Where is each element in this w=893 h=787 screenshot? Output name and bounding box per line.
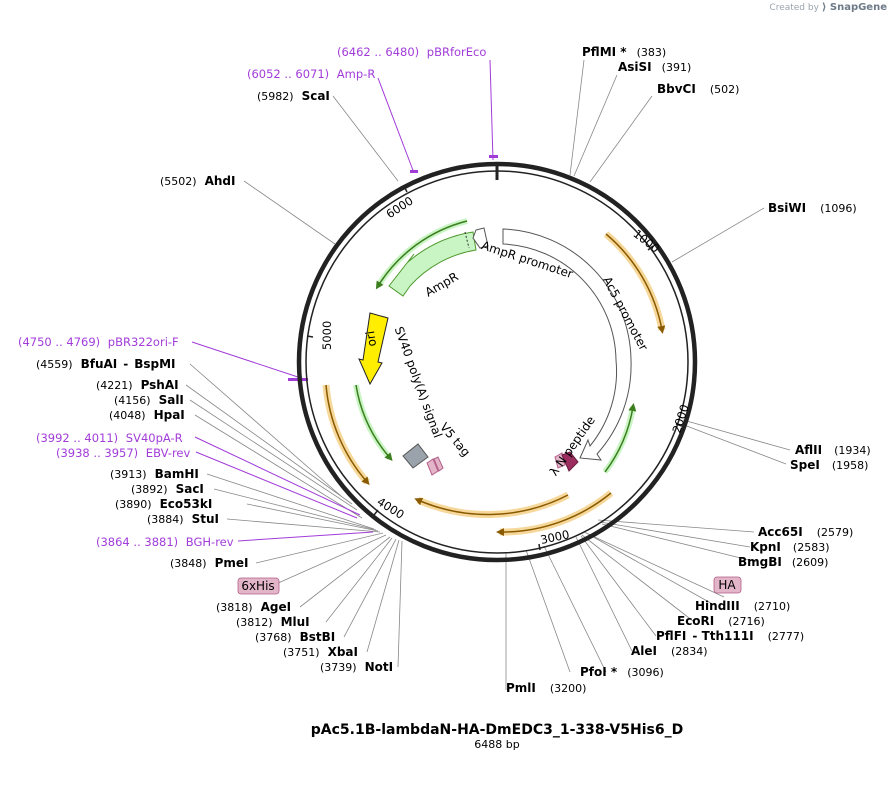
orf-arc-3 (414, 494, 569, 516)
ha-tag-box (713, 576, 742, 594)
brand-prefix: Created by (769, 3, 819, 13)
enzyme-noti: (3739)NotI (320, 660, 393, 674)
enzyme-labels-left: (3739)NotI (3751)XbaI (3768)BstBI (3812)… (36, 89, 393, 674)
tick-5000: 5000 (320, 321, 334, 350)
orf-arc-2 (496, 492, 612, 537)
enzyme-ecori: EcoRI(2716) (677, 614, 765, 628)
enzyme-bstbi: (3768)BstBI (255, 630, 335, 644)
his-tag-label: 6xHis (241, 579, 274, 593)
primer-pbr322ori: (4750 .. 4769) pBR322ori-F (18, 335, 179, 349)
primer-ebv: (3938 .. 3957) EBV-rev (56, 446, 190, 460)
plasmid-title: pAc5.1B-lambdaN-HA-DmEDC3_1-338-V5His6_D (311, 722, 683, 738)
leader-lines (185, 59, 791, 690)
enzyme-ahdi: (5502)AhdI (160, 174, 235, 188)
enzyme-pflmi: PflMI *(383) (582, 45, 666, 59)
enzyme-saci: (3892)SacI (131, 482, 204, 496)
plasmid-length: 6488 bp (474, 738, 519, 751)
green-arcs (353, 218, 637, 474)
enzyme-pmei: (3848)PmeI (170, 556, 248, 570)
enzyme-scai: (5982)ScaI (257, 89, 330, 103)
ori-label: ori (363, 330, 379, 347)
tick-4000: 4000 (375, 494, 407, 521)
green-arc-2 (355, 384, 393, 462)
enzyme-bfuai: (4559)BfuAI-BspMI (36, 357, 176, 371)
his-tag-box (237, 577, 280, 595)
ampr-split-mark (464, 231, 470, 249)
enzyme-aflii: AflII(1934) (795, 443, 871, 457)
enzyme-pfoi: PfoI *(3096) (580, 665, 664, 679)
backbone-outer (296, 161, 698, 563)
primer-ampr: (6052 .. 6071) Amp-R (247, 67, 375, 81)
green-arc-1 (375, 220, 468, 290)
green-arc-2-glow (353, 384, 393, 460)
enzyme-xbai: (3751)XbaI (283, 645, 358, 659)
enzyme-pshai: (4221)PshAI (96, 378, 179, 392)
enzyme-hpai: (4048)HpaI (109, 408, 185, 422)
enzyme-bsiwi: BsiWI(1096) (768, 201, 857, 215)
enzyme-kpni: KpnI(2583) (750, 540, 829, 554)
primer-lines (191, 59, 494, 542)
ac5-promoter-arrow (502, 228, 632, 461)
v5-label: V5 tag (437, 420, 473, 459)
ha-tag-label: HA (718, 578, 736, 592)
enzyme-agei: (3818)AgeI (216, 600, 291, 614)
enzyme-stui: (3884)StuI (147, 512, 219, 526)
ampr-label: AmpR (423, 269, 461, 299)
v5-tag-mark-2 (433, 456, 444, 472)
orf-arc-1 (605, 233, 666, 334)
snapgene-brand: Created by ⟩ SnapGene (769, 2, 887, 13)
enzyme-eco53ki: (3890)Eco53kI (115, 497, 212, 511)
primer-sv40pa: (3992 .. 4011) SV40pA-R (36, 431, 183, 445)
enzyme-asisi: AsiSI(391) (618, 60, 691, 74)
v5-tag-mark (426, 458, 439, 476)
lambda-n-mark (561, 451, 579, 472)
primer-pbrforeco: (6462 .. 6480) pBRforEco (337, 45, 486, 59)
enzyme-spei: SpeI(1958) (790, 458, 868, 472)
primer-labels: (6462 .. 6480) pBRforEco (6052 .. 6071) … (18, 45, 486, 549)
sv40-box (402, 443, 429, 469)
green-arc-3 (604, 403, 637, 473)
enzyme-pflfi: PflFI-Tth111I(2777) (656, 629, 804, 643)
enzyme-bamhi: (3913)BamHI (110, 467, 199, 481)
ampr-promoter-arrow (472, 227, 489, 249)
enzyme-bmgbi: BmgBI(2609) (738, 555, 828, 569)
enzyme-bbvci: BbvCI(502) (657, 82, 739, 96)
enzyme-acc65i: Acc65I(2579) (758, 525, 853, 539)
brand-name: SnapGene (829, 2, 887, 13)
enzyme-sali: (4156)SalI (114, 393, 184, 407)
orf-arcs (322, 231, 666, 537)
ampr-feature-arrow (388, 231, 477, 297)
tick-3000: 3000 (539, 527, 571, 547)
orf-arc-4 (325, 384, 370, 486)
enzyme-mlui: (3812)MluI (236, 615, 310, 629)
enzyme-pmli: PmlI(3200) (506, 681, 586, 695)
sv40-label: SV40 poly(A) signal (392, 325, 445, 440)
primer-bgh: (3864 .. 3881) BGH-rev (96, 535, 234, 549)
snapgene-logo: ⟩ SnapGene (821, 2, 887, 13)
ori-arrow (358, 312, 389, 386)
enzyme-alei: AleI(2834) (631, 644, 708, 658)
enzyme-labels-right: PflMI *(383) AsiSI(391) BbvCI(502) BsiWI… (506, 45, 871, 695)
tick-marks (306, 185, 683, 551)
enzyme-hindiii: HindIII(2710) (695, 599, 790, 613)
